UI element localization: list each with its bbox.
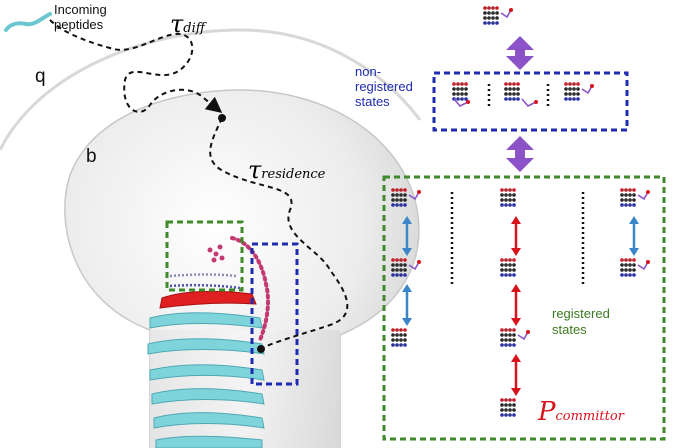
peptide-grid-icon xyxy=(391,328,407,347)
double-arrow-icon xyxy=(506,36,534,172)
walk-node-top xyxy=(218,114,226,122)
peptide-grid-icon xyxy=(500,258,516,277)
nonregistered-box xyxy=(432,71,629,132)
peptide-grid-icon xyxy=(620,188,650,207)
tau-residence-label: τresidence xyxy=(248,156,325,184)
arrow-heads xyxy=(402,216,639,396)
dotted-paths xyxy=(169,236,270,342)
walk-path-icon xyxy=(49,19,223,114)
q-label: q xyxy=(35,66,46,87)
peptide-grid-icon xyxy=(500,188,516,207)
registered-box xyxy=(382,175,666,441)
red-sheet xyxy=(159,290,257,309)
p-symbol: P xyxy=(538,397,556,427)
separators xyxy=(450,84,585,284)
incoming-peptides-label: Incoming peptides xyxy=(54,2,107,32)
tau-residence-subscript: residence xyxy=(261,167,326,182)
peptide-grid-icon xyxy=(452,82,470,107)
incoming-peptide-icon xyxy=(4,12,52,32)
fibril-strand-icon xyxy=(147,312,265,448)
peptide-grid-icon xyxy=(483,6,513,25)
tau-symbol: τ xyxy=(170,10,184,38)
tau-diff-label: τdiff xyxy=(170,10,205,38)
p-committor-label: Pcommittor xyxy=(538,397,624,427)
peptide-grid-icon xyxy=(620,258,650,277)
tau-symbol: τ xyxy=(248,156,262,184)
peptide-grid-icon xyxy=(504,82,538,107)
peptide-grids xyxy=(391,6,650,417)
nonreg-line-2: registered xyxy=(355,79,413,94)
peptide-grid-icon xyxy=(391,258,421,277)
incoming-line-2: peptides xyxy=(54,17,104,32)
walk-path-residence xyxy=(209,117,349,349)
q-sphere-arc xyxy=(0,28,422,151)
peptide-grid-icon xyxy=(500,328,530,347)
peptide-grid-icon xyxy=(564,82,594,101)
walk-node-bottom xyxy=(257,345,265,353)
reg-line-2: states xyxy=(552,322,587,337)
b-label: b xyxy=(86,146,97,167)
peptide-grid-icon xyxy=(391,188,421,207)
nonregistered-states-label: non- registered states xyxy=(355,64,413,109)
fibril-end-green-box xyxy=(165,220,244,292)
p-subscript: committor xyxy=(555,409,624,424)
nonreg-line-1: non- xyxy=(355,64,382,79)
registered-states-label: registered states xyxy=(552,306,610,338)
reg-line-1: registered xyxy=(552,306,610,321)
nonreg-line-3: states xyxy=(355,94,390,109)
tau-diff-subscript: diff xyxy=(183,21,205,36)
fibril-end-blue-box xyxy=(250,242,299,386)
registered-arrows xyxy=(405,222,636,390)
peptide-grid-icon xyxy=(500,398,516,417)
incoming-line-1: Incoming xyxy=(54,2,107,17)
